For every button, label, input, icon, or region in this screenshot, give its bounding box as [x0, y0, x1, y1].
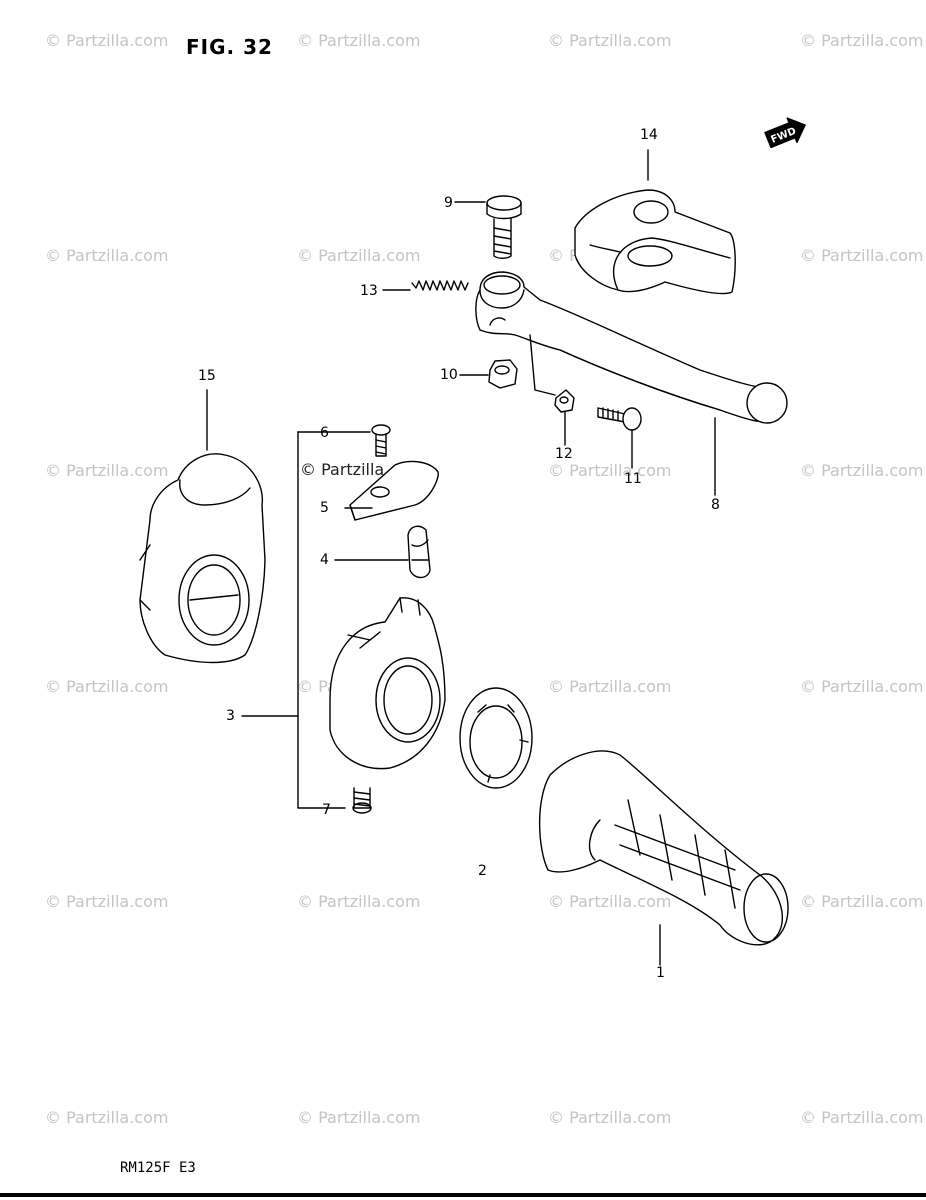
watermark: © Partzilla.com	[45, 892, 169, 911]
watermark: © Partzilla.com	[297, 892, 421, 911]
callout-9: 9	[444, 195, 453, 211]
clamp-plate-part	[349, 460, 439, 521]
watermark: © Partzilla.com	[800, 1108, 924, 1127]
callout-15: 15	[198, 368, 216, 384]
callout-8: 8	[711, 497, 720, 513]
watermark: © Partzilla.com	[548, 677, 672, 696]
callout-1: 1	[656, 965, 665, 981]
callout-7: 7	[322, 802, 331, 818]
callout-3: 3	[226, 708, 235, 724]
watermark: © Partzilla.com	[548, 1108, 672, 1127]
watermark: © Partzilla.com	[297, 31, 421, 50]
watermark: © Partzilla.com	[800, 461, 924, 480]
callout-2: 2	[478, 863, 487, 879]
watermark: © Partzilla.com	[45, 461, 169, 480]
watermark: © Partzilla.com	[297, 1108, 421, 1127]
callout-4: 4	[320, 552, 329, 568]
leader-line	[297, 431, 346, 809]
spring-part	[411, 280, 469, 291]
watermark: © Partzilla.com	[45, 31, 169, 50]
throttle-pulley-part	[459, 687, 533, 789]
fwd-arrow-icon: FWD	[764, 117, 806, 149]
clutch-lever-part	[475, 271, 788, 424]
callout-13: 13	[360, 283, 378, 299]
watermark: © Partzilla.com	[45, 677, 169, 696]
clamp-screw-part	[371, 424, 391, 457]
watermark: © Partzilla.com	[548, 892, 672, 911]
watermark: © Partzilla.com	[800, 246, 924, 265]
leader-line	[529, 334, 556, 396]
bottom-border	[0, 1193, 926, 1197]
callout-11: 11	[624, 471, 642, 487]
callout-12: 12	[555, 446, 573, 462]
lever-cover-part	[574, 189, 736, 295]
pivot-bolt-part	[486, 195, 522, 259]
adjuster-screw-part	[597, 407, 642, 431]
lock-nut-part	[554, 389, 575, 413]
callout-14: 14	[640, 127, 658, 143]
cable-holder-part	[407, 525, 431, 579]
watermark: © Partzilla.com	[45, 246, 169, 265]
watermark: © Partzilla.com	[297, 246, 421, 265]
watermark: © Partzilla.com	[800, 677, 924, 696]
callout-6: 6	[320, 425, 329, 441]
throttle-housing-part	[329, 597, 446, 770]
flange-nut-part	[488, 359, 518, 389]
grip-part	[538, 750, 789, 946]
callout-5: 5	[320, 500, 329, 516]
watermark: © Partzilla.com	[548, 461, 672, 480]
housing-cover-part	[139, 453, 266, 664]
watermark: © Partzilla.com	[548, 31, 672, 50]
watermark: © Partzilla.com	[800, 892, 924, 911]
callout-10: 10	[440, 367, 458, 383]
model-code: RM125F E3	[120, 1160, 196, 1176]
watermark: © Partzilla.com	[45, 1108, 169, 1127]
housing-screw-part	[352, 787, 372, 814]
figure-title: FIG. 32	[186, 35, 273, 59]
watermark: © Partzilla.com	[800, 31, 924, 50]
